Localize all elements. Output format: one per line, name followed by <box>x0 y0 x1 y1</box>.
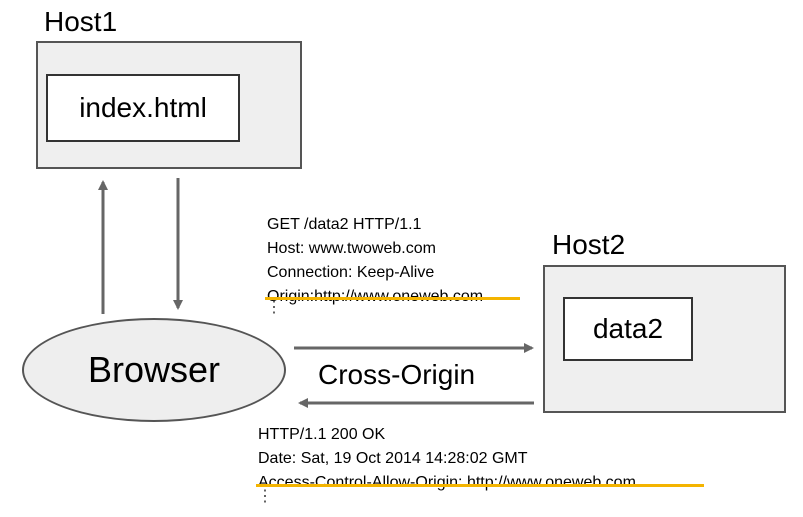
request-line-2: Host: www.twoweb.com <box>267 240 436 257</box>
request-block: GET /data2 HTTP/1.1 Host: www.twoweb.com… <box>267 213 483 309</box>
request-origin-highlight <box>265 297 520 300</box>
host1-title: Host1 <box>44 6 118 37</box>
response-line-3: Access-Control-Allow-Origin: http://www.… <box>258 474 636 491</box>
host2-title: Host2 <box>552 229 626 260</box>
response-ellipsis: ⋮ <box>257 488 273 505</box>
response-line-2: Date: Sat, 19 Oct 2014 14:28:02 GMT <box>258 450 528 467</box>
request-line-3: Connection: Keep-Alive <box>267 264 435 281</box>
request-line-1: GET /data2 HTTP/1.1 <box>267 216 422 233</box>
response-line-1: HTTP/1.1 200 OK <box>258 426 386 443</box>
request-line-4: Origin:http://www.oneweb.com <box>267 285 483 309</box>
browser-ellipse: Browser <box>22 318 286 422</box>
host2-data2: data2 <box>563 297 693 361</box>
host1-index-html: index.html <box>46 74 240 142</box>
cross-origin-label: Cross-Origin <box>318 359 476 390</box>
response-acao-highlight <box>256 484 704 487</box>
request-ellipsis: ⋮ <box>266 299 282 316</box>
